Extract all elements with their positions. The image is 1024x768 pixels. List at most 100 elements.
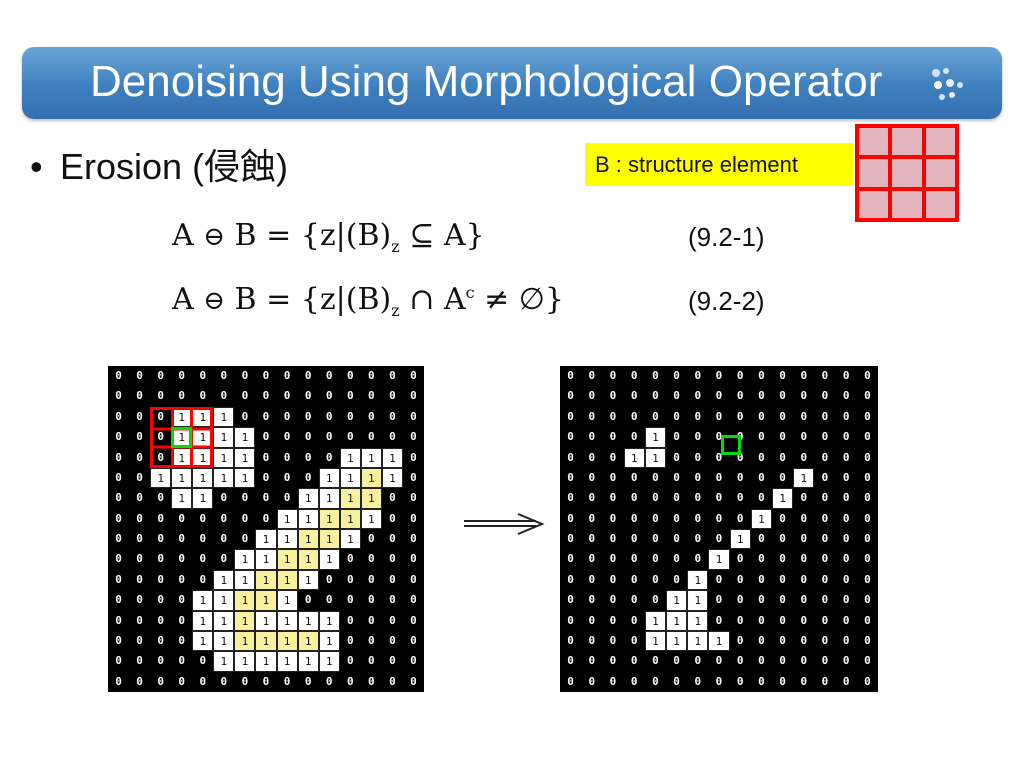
pixel-cell: 0 — [758, 593, 765, 607]
pixel-cell: 0 — [715, 491, 723, 505]
pixel-cell: 1 — [644, 610, 666, 631]
pixel-cell: 0 — [115, 450, 122, 464]
pixel-cell: 0 — [864, 369, 871, 382]
pixel-cell: 1 — [213, 590, 235, 611]
pixel-cell: 0 — [864, 470, 871, 484]
pixel-cell: 0 — [410, 450, 417, 464]
pixel-cell: 0 — [609, 572, 617, 586]
pixel-cell: 0 — [736, 674, 744, 688]
pixel-cell: 0 — [609, 674, 617, 688]
pixel-cell: 0 — [283, 369, 291, 382]
pixel-cell: 0 — [609, 409, 617, 423]
pixel-cell: 0 — [199, 389, 207, 403]
pixel-cell: 0 — [325, 430, 333, 444]
pixel-cell: 0 — [157, 409, 164, 423]
pixel-cell: 1 — [687, 590, 709, 611]
pixel-cell: 0 — [283, 491, 291, 505]
pixel-cell: 0 — [178, 674, 186, 688]
pixel-cell: 0 — [842, 674, 850, 688]
pixel-cell: 0 — [346, 674, 354, 688]
pixel-cell: 0 — [779, 654, 786, 668]
pixel-cell: 0 — [694, 511, 702, 525]
pixel-cell: 0 — [864, 532, 871, 545]
pixel-cell: 0 — [673, 654, 680, 668]
pixel-cell: 1 — [360, 488, 382, 509]
pixel-cell: 1 — [192, 427, 214, 448]
pixel-cell: 0 — [673, 470, 680, 484]
pixel-cell: 1 — [318, 488, 340, 509]
pixel-cell: 0 — [630, 389, 638, 403]
pixel-cell: 0 — [652, 552, 659, 566]
pixel-cell: 0 — [673, 552, 680, 566]
pixel-cell: 0 — [779, 633, 786, 647]
pixel-cell: 1 — [276, 549, 298, 570]
pixel-cell: 0 — [800, 511, 808, 525]
pixel-cell: 1 — [276, 529, 298, 550]
pixel-cell: 0 — [199, 654, 207, 668]
pixel-cell: 0 — [567, 633, 574, 647]
pixel-cell: 1 — [687, 569, 709, 591]
pixel-cell: 1 — [213, 630, 235, 652]
pixel-cell: 0 — [800, 430, 808, 444]
pixel-cell: 0 — [652, 409, 659, 423]
pixel-cell: 0 — [115, 511, 122, 525]
pixel-cell: 0 — [410, 593, 417, 607]
pixel-cell: 0 — [630, 430, 638, 444]
pixel-cell: 0 — [821, 532, 829, 545]
pixel-cell: 1 — [255, 610, 277, 631]
pixel-cell: 0 — [588, 613, 596, 627]
pixel-cell: 1 — [234, 651, 256, 672]
pixel-cell: 1 — [255, 529, 277, 550]
pixel-cell: 0 — [694, 552, 702, 566]
pixel-cell: 0 — [800, 532, 808, 545]
pixel-cell: 1 — [234, 630, 256, 652]
pixel-cell: 1 — [192, 488, 214, 509]
pixel-cell: 0 — [157, 654, 164, 668]
pixel-cell: 1 — [318, 651, 340, 672]
pixel-cell: 0 — [588, 470, 596, 484]
pixel-cell: 0 — [325, 572, 333, 586]
pixel-cell: 1 — [213, 406, 235, 428]
arrow-right-icon — [464, 513, 545, 535]
pixel-cell: 0 — [157, 552, 164, 566]
pixel-cell: 0 — [715, 532, 723, 545]
pixel-cell: 0 — [588, 532, 596, 545]
pixel-cell: 1 — [150, 467, 172, 489]
pixel-cell: 0 — [800, 633, 808, 647]
pixel-cell: 0 — [567, 409, 574, 423]
pixel-cell: 0 — [694, 674, 702, 688]
pixel-cell: 0 — [136, 552, 143, 566]
pixel-cell: 0 — [136, 369, 143, 382]
pixel-cell: 1 — [234, 447, 256, 468]
pixel-cell: 0 — [779, 470, 786, 484]
pixel-cell: 0 — [630, 369, 638, 382]
pixel-cell: 0 — [178, 633, 186, 647]
pixel-cell: 0 — [115, 572, 122, 586]
pixel-cell: 0 — [567, 369, 574, 382]
pixel-cell: 0 — [800, 613, 808, 627]
pixel-cell: 0 — [609, 511, 617, 525]
pixel-cell: 0 — [241, 491, 249, 505]
pixel-cell: 0 — [758, 409, 765, 423]
pixel-cell: 0 — [736, 409, 744, 423]
pixel-cell: 1 — [255, 569, 277, 591]
pixel-cell: 0 — [864, 430, 871, 444]
equation-number-2: (9.2-2) — [688, 286, 765, 316]
pixel-cell: 0 — [652, 369, 659, 382]
pixel-cell: 0 — [864, 552, 871, 566]
pixel-cell: 0 — [157, 511, 164, 525]
pixel-cell: 0 — [115, 633, 122, 647]
pixel-cell: 0 — [864, 409, 871, 423]
pixel-cell: 0 — [630, 491, 638, 505]
pixel-cell: 0 — [715, 450, 723, 464]
pixel-cell: 0 — [779, 409, 786, 423]
pixel-cell: 0 — [864, 572, 871, 586]
pixel-cell: 1 — [192, 590, 214, 611]
pixel-cell: 0 — [864, 633, 871, 647]
pixel-cell: 0 — [389, 552, 396, 566]
pixel-cell: 0 — [736, 511, 744, 525]
pixel-cell: 0 — [800, 450, 808, 464]
pixel-cell: 0 — [588, 389, 596, 403]
pixel-cell: 1 — [318, 549, 340, 570]
pixel-cell: 0 — [821, 470, 829, 484]
